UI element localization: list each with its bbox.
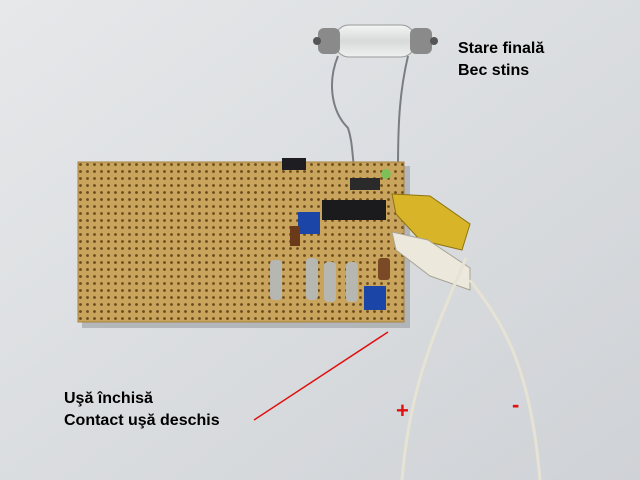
bulb-wire-left xyxy=(331,55,355,169)
bulb-glass xyxy=(334,24,416,58)
resistor-2 xyxy=(306,258,318,300)
led xyxy=(381,169,391,179)
final-state-title: Stare finală xyxy=(458,40,545,57)
bulb xyxy=(313,24,438,169)
bulb-off-label: Bec stins xyxy=(458,62,530,79)
annotation-line xyxy=(253,331,389,421)
plus-sign: + xyxy=(396,398,409,423)
bulb-wire-right xyxy=(397,55,409,169)
trimmer-1 xyxy=(298,212,320,234)
capacitor xyxy=(290,226,300,246)
door-closed-label: Uşă închisă xyxy=(64,390,153,407)
lead-plus xyxy=(400,257,468,480)
test-leads xyxy=(391,193,542,480)
resistor-5 xyxy=(378,258,390,280)
resistor-3 xyxy=(324,262,336,302)
resistor-1 xyxy=(270,260,282,300)
trimmer-2 xyxy=(364,286,386,310)
ic-chip xyxy=(322,200,386,220)
small-chip xyxy=(282,158,306,170)
white-clip xyxy=(391,231,471,291)
bulb-cap-right xyxy=(410,28,432,54)
minus-sign: - xyxy=(512,392,520,417)
bulb-cap-left xyxy=(318,28,340,54)
bulb-tip-right xyxy=(430,37,438,45)
resistor-4 xyxy=(346,262,358,302)
yellow-clip xyxy=(391,193,471,251)
chip-top xyxy=(350,178,380,190)
door-contact-open-label: Contact uşă deschis xyxy=(64,412,220,429)
lead-minus xyxy=(468,279,542,480)
bulb-tip-left xyxy=(313,37,321,45)
circuit-board xyxy=(77,158,410,328)
